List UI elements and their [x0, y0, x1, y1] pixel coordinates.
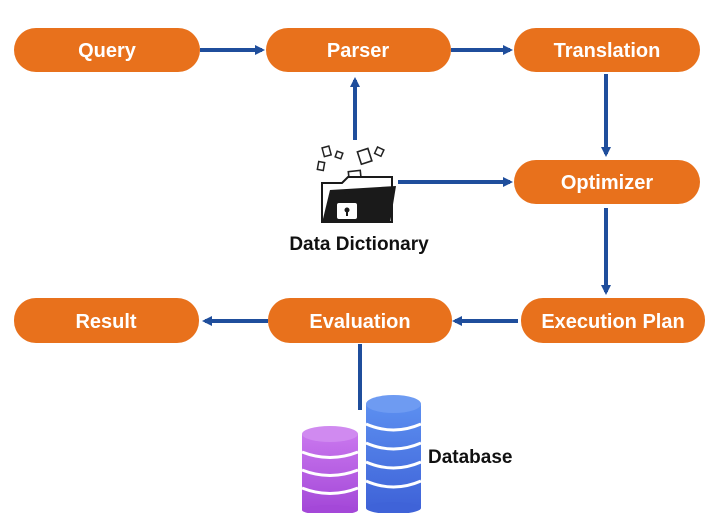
database-caption: Database [428, 447, 513, 468]
database-blue-stack [365, 395, 422, 513]
node-result: Result [14, 298, 199, 343]
arrows [200, 45, 611, 410]
data-dictionary-caption: Data Dictionary [289, 234, 429, 255]
node-translation: Translation [514, 28, 700, 72]
node-parser: Parser [266, 28, 451, 72]
node-translation-label: Translation [554, 40, 661, 62]
node-optimizer: Optimizer [514, 160, 700, 204]
node-evaluation-label: Evaluation [309, 311, 410, 333]
node-query-label: Query [78, 40, 137, 62]
database-stack-icon [301, 395, 422, 513]
folder-lock-icon [316, 145, 396, 223]
node-result-label: Result [75, 311, 136, 333]
node-parser-label: Parser [327, 40, 389, 62]
node-optimizer-label: Optimizer [561, 172, 653, 194]
node-evaluation: Evaluation [268, 298, 452, 343]
node-execution-plan-label: Execution Plan [541, 311, 684, 333]
node-query: Query [14, 28, 200, 72]
node-execution-plan: Execution Plan [521, 298, 705, 343]
database-purple-stack [301, 426, 359, 513]
